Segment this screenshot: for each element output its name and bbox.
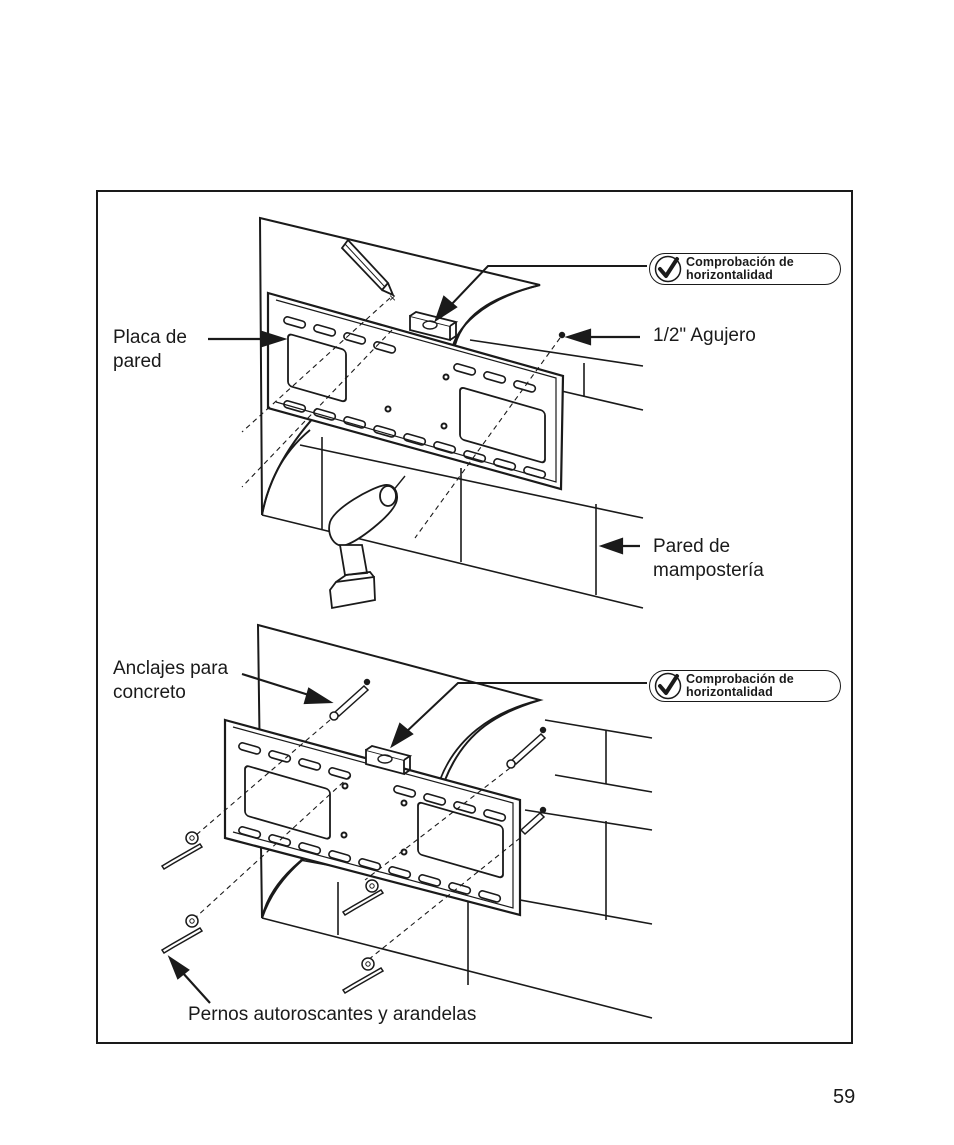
bottom-scene bbox=[161, 623, 653, 1019]
washer-icon bbox=[365, 879, 379, 893]
page-number: 59 bbox=[833, 1086, 856, 1108]
bubble-level-icon bbox=[365, 745, 413, 776]
diagram-frame bbox=[96, 190, 853, 1044]
svg-text:×: × bbox=[389, 291, 396, 305]
hole-label: 1/2" Agujero bbox=[653, 325, 756, 346]
level-check-badge-top: Comprobación de horizontalidad bbox=[649, 253, 841, 285]
lag-bolts-label: Pernos autoroscantes y arandelas bbox=[188, 1004, 477, 1025]
wall-plate-arrow bbox=[208, 330, 288, 348]
bolt-icon bbox=[161, 843, 203, 870]
anchor-icon bbox=[506, 732, 547, 769]
concrete-anchors-label: Anclajes para concreto bbox=[113, 658, 229, 703]
level-check-badge-bottom: Comprobación de horizontalidad bbox=[649, 670, 841, 702]
level-arrow-top bbox=[434, 265, 647, 323]
level-check-text: Comprobación de horizontalidad bbox=[686, 672, 794, 699]
anchor-icon bbox=[519, 811, 546, 836]
masonry-wall-label: Pared de mampostería bbox=[653, 536, 764, 581]
masonry-blocks-top bbox=[261, 339, 644, 609]
anchor-icon bbox=[329, 684, 370, 721]
bolt-icon bbox=[342, 967, 384, 994]
check-icon bbox=[654, 672, 682, 700]
level-check-text: Comprobación de horizontalidad bbox=[686, 255, 794, 282]
pencil-icon bbox=[340, 238, 395, 297]
anchor-arrow bbox=[241, 672, 334, 705]
washer-icon bbox=[185, 914, 199, 928]
check-icon bbox=[654, 255, 682, 283]
masonry-arrow bbox=[598, 537, 640, 555]
level-arrow-bottom bbox=[390, 682, 647, 749]
bolt-icon bbox=[342, 889, 384, 916]
washer-icon bbox=[361, 957, 375, 971]
bolts-arrow bbox=[167, 955, 211, 1004]
washer-icon bbox=[185, 831, 199, 845]
wall-plate-label: Placa de pared bbox=[113, 327, 187, 372]
drill-icon bbox=[328, 475, 406, 610]
top-scene: × bbox=[208, 216, 647, 610]
hole-arrow bbox=[564, 328, 640, 346]
bolt-icon bbox=[161, 927, 203, 954]
